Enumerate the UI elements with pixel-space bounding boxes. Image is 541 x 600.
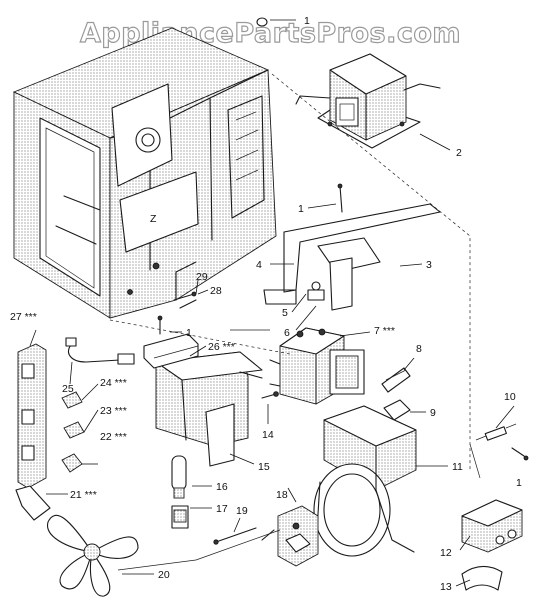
callout-17: 17 [216, 503, 228, 515]
callout-5: 5 [282, 307, 288, 319]
fan-housing[interactable] [313, 405, 417, 557]
screw-29[interactable] [179, 299, 197, 309]
wire-harness[interactable] [65, 337, 135, 365]
fan-blade[interactable] [47, 515, 139, 597]
callout-4: 4 [256, 259, 262, 271]
magnetron-bracket[interactable] [263, 203, 441, 311]
callout-22: 22 *** [100, 431, 127, 443]
fuse[interactable] [469, 423, 517, 479]
fan-motor[interactable] [261, 505, 319, 567]
callout-11: 11 [452, 461, 463, 473]
switch-bracket[interactable] [143, 333, 199, 369]
screw-1-right[interactable] [511, 447, 529, 461]
leader-lines [29, 19, 515, 587]
lamp[interactable] [171, 455, 187, 499]
screw-14[interactable] [261, 391, 279, 399]
callout-2: 2 [456, 147, 462, 159]
callout-14: 14 [262, 429, 274, 441]
callout-20: 20 [158, 569, 170, 581]
lamp-socket[interactable] [171, 505, 189, 529]
callout-13: 13 [440, 581, 452, 593]
callout-29: 29 [196, 271, 208, 283]
latch-board[interactable] [17, 343, 47, 489]
cavity-mark: Z [150, 213, 157, 225]
magnetron[interactable] [269, 327, 365, 405]
capacitor-bracket[interactable] [461, 565, 503, 591]
thermal-cutout[interactable] [307, 281, 325, 301]
callout-1-mid: 1 [298, 203, 304, 215]
callout-27: 27 *** [10, 311, 37, 323]
callout-labels: 1 2 1 3 4 5 6 7 *** 8 9 10 1 11 12 13 14… [10, 15, 522, 593]
callout-7: 7 *** [374, 325, 395, 337]
air-duct[interactable] [155, 351, 263, 467]
callout-16: 16 [216, 481, 228, 493]
bracket-clip[interactable] [383, 399, 411, 421]
callout-3: 3 [426, 259, 432, 271]
screw-19[interactable] [213, 527, 257, 545]
callout-8: 8 [416, 343, 422, 355]
assembly-lines [109, 73, 471, 571]
oven-cabinet: Z [12, 27, 277, 319]
screw-1-left[interactable] [157, 315, 163, 335]
interlock-switch-22[interactable] [61, 453, 83, 473]
screw-1-mid[interactable] [337, 183, 343, 213]
callout-21: 21 *** [70, 489, 97, 501]
callout-15: 15 [258, 461, 270, 473]
callout-1-top: 1 [304, 15, 310, 27]
interlock-switch-23[interactable] [63, 421, 85, 439]
callout-25: 25 [62, 383, 74, 395]
callout-18: 18 [276, 489, 288, 501]
transformer[interactable] [295, 53, 441, 149]
callout-9: 9 [430, 407, 436, 419]
callout-1-left: 1 [186, 327, 192, 339]
callout-28: 28 [210, 285, 222, 297]
diode[interactable] [381, 367, 411, 393]
callout-1-right: 1 [516, 477, 522, 489]
screw-1-top[interactable] [256, 17, 268, 27]
callout-26: 26 *** [208, 341, 235, 353]
callout-6: 6 [284, 327, 290, 339]
callout-24: 24 *** [100, 377, 127, 389]
callout-10: 10 [504, 391, 516, 403]
interlock-switch-24[interactable] [61, 391, 83, 409]
callout-12: 12 [440, 547, 452, 559]
callout-19: 19 [236, 505, 248, 517]
callout-23: 23 *** [100, 405, 127, 417]
latch-hook[interactable] [15, 485, 51, 521]
capacitor[interactable] [461, 499, 523, 553]
